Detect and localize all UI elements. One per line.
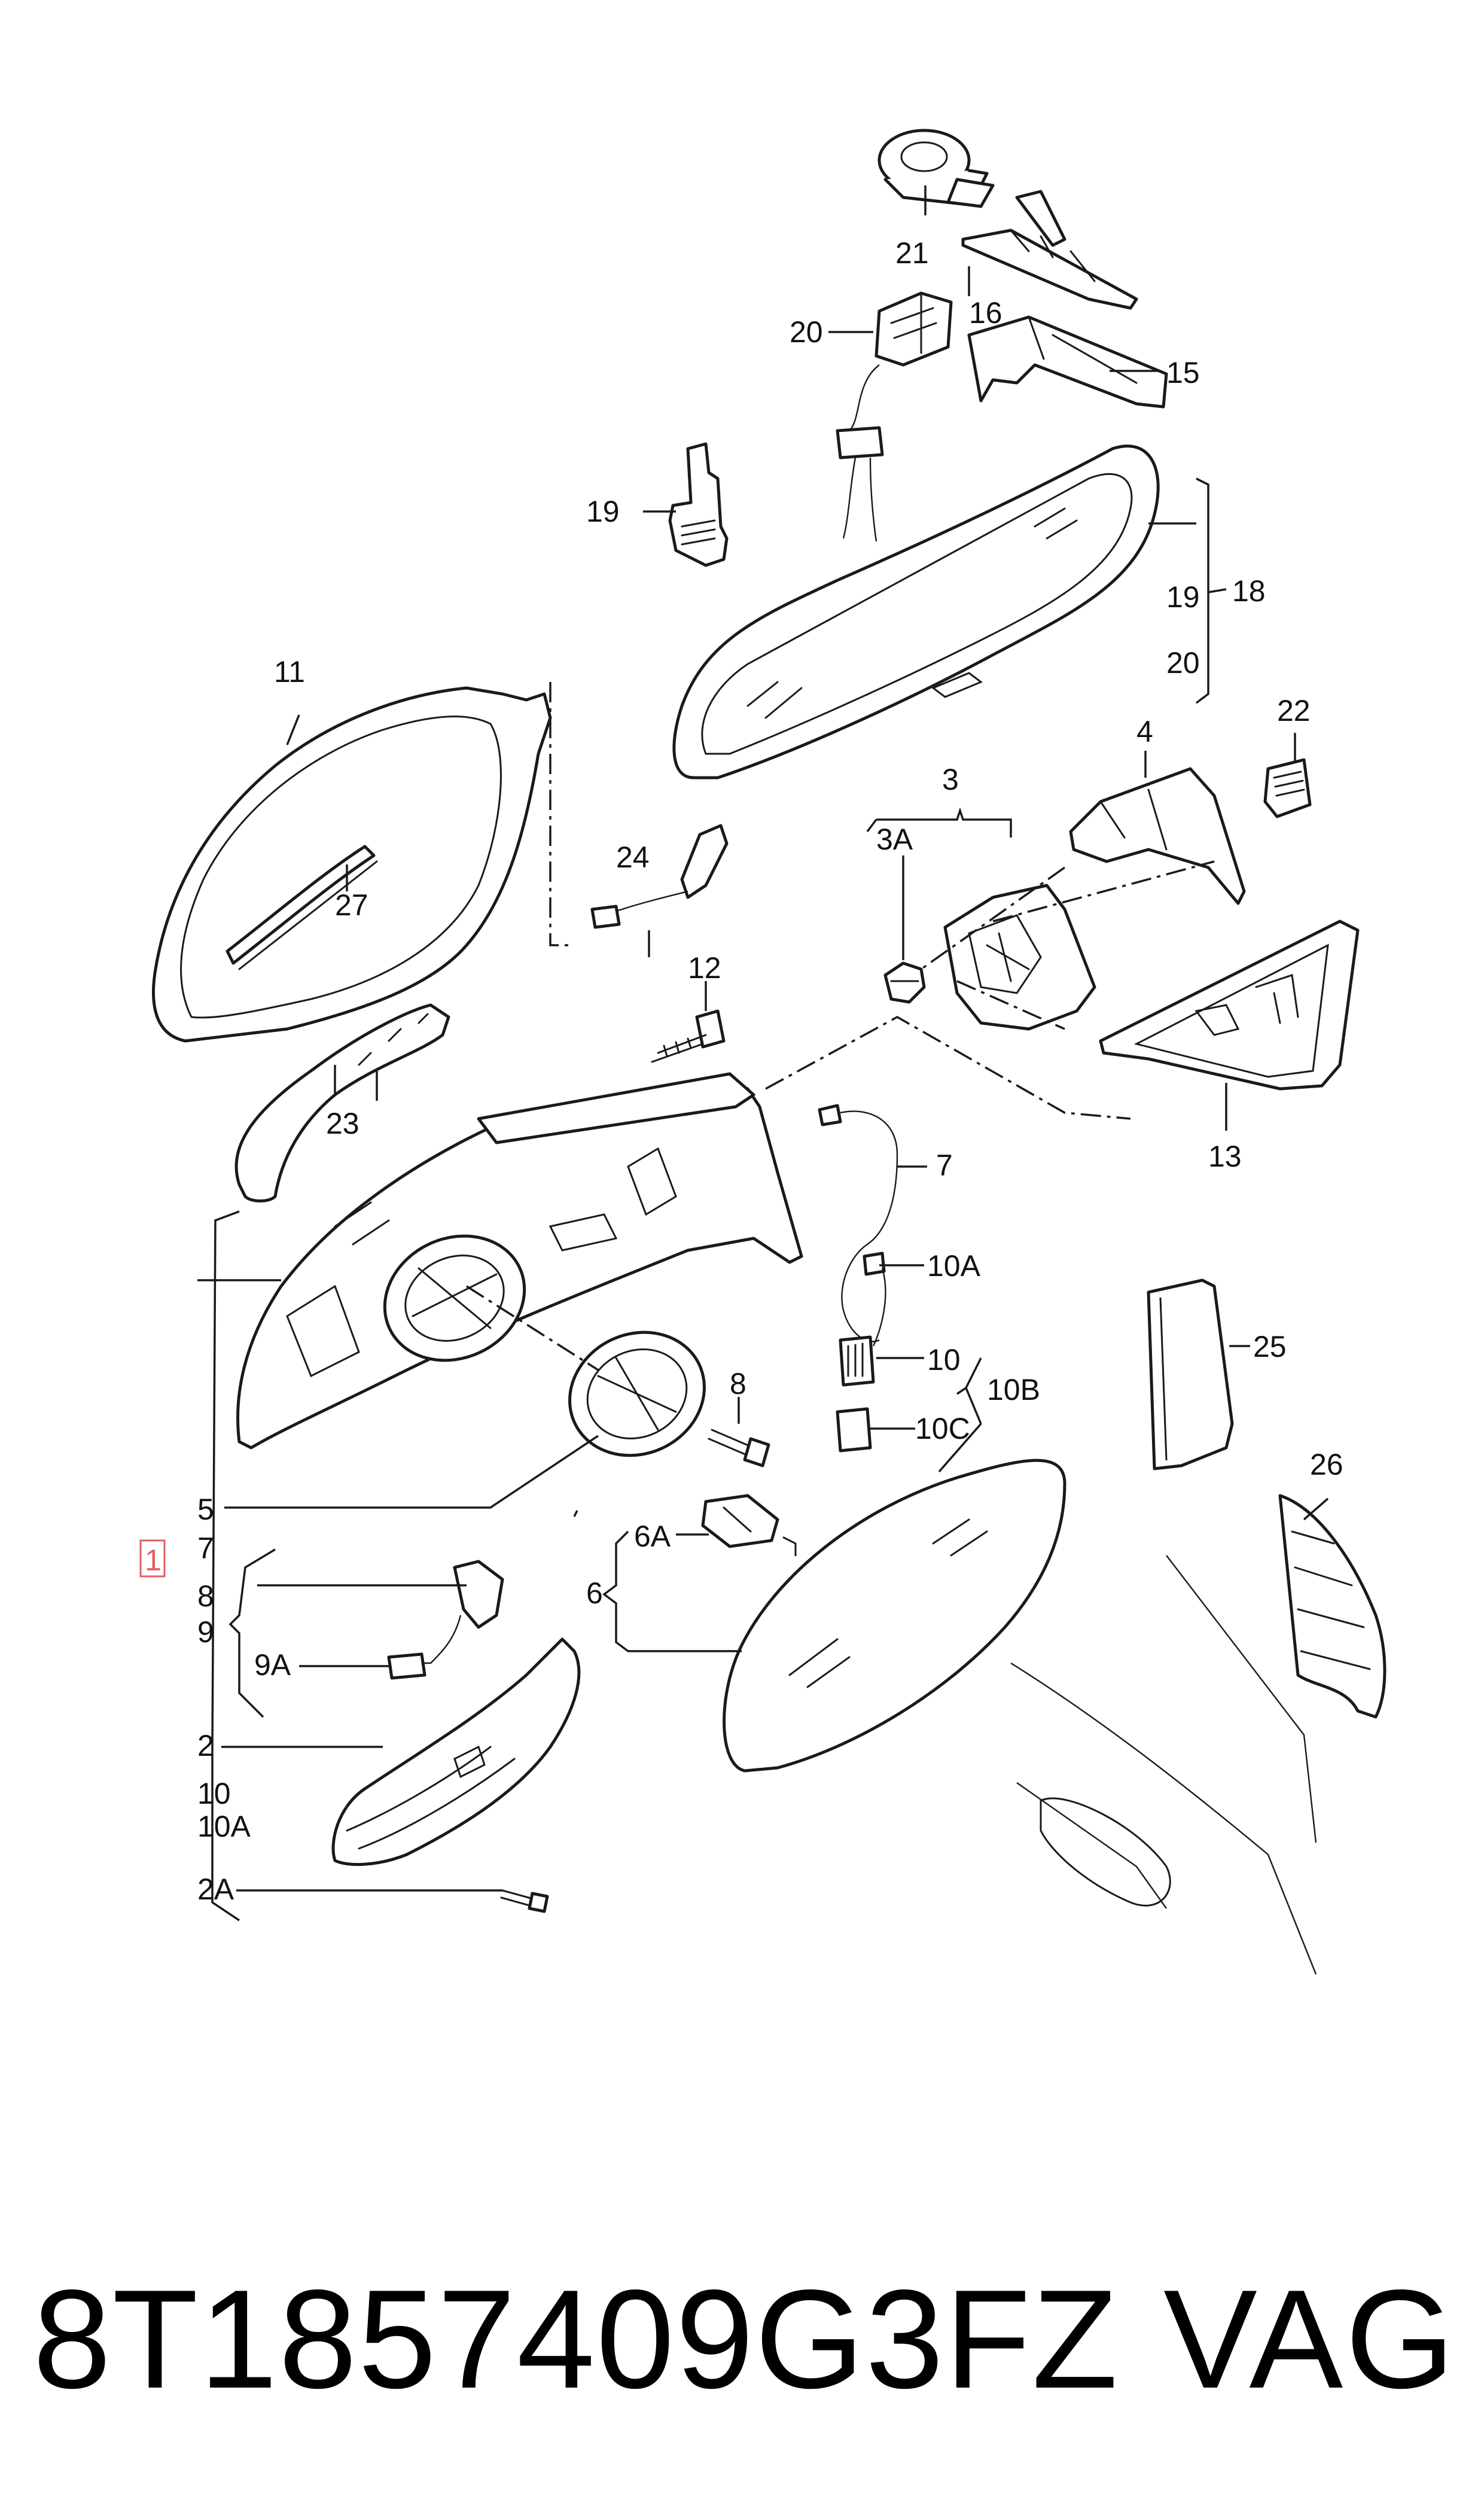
callout-18: 18 bbox=[1232, 574, 1266, 608]
leader-lines bbox=[197, 185, 1329, 1922]
harness-part-7 bbox=[818, 1104, 898, 1347]
callout-10C: 10C bbox=[915, 1412, 970, 1445]
callout-25: 25 bbox=[1253, 1330, 1287, 1363]
callout-11: 11 bbox=[274, 655, 305, 689]
cover-part-16 bbox=[961, 190, 1138, 310]
callout-21: 21 bbox=[895, 236, 929, 270]
callout-24: 24 bbox=[616, 841, 650, 874]
callout-6A: 6A bbox=[634, 1520, 671, 1553]
mirror-glass-part-6 bbox=[723, 1459, 1066, 1773]
callout-22: 22 bbox=[1277, 694, 1311, 727]
callout-9: 9 bbox=[197, 1615, 214, 1649]
callout-9A: 9A bbox=[254, 1648, 291, 1682]
callout-23: 23 bbox=[326, 1107, 359, 1140]
cover-part-4 bbox=[1069, 767, 1246, 905]
callout-1: 1 bbox=[145, 1543, 161, 1577]
callout-12: 12 bbox=[688, 951, 721, 985]
callout-16: 16 bbox=[969, 296, 1002, 330]
screw-part-8 bbox=[708, 1429, 770, 1467]
callout-20b: 20 bbox=[1166, 646, 1200, 680]
clip-part-19 bbox=[668, 442, 729, 567]
adjuster-disc-part-5 bbox=[568, 1330, 706, 1457]
screw-part-12 bbox=[651, 1009, 726, 1063]
callout-10Ab: 10A bbox=[197, 1810, 251, 1843]
callout-2A: 2A bbox=[197, 1872, 234, 1906]
callout-19b: 19 bbox=[1166, 580, 1200, 614]
callout-15: 15 bbox=[1166, 356, 1200, 389]
rearview-mirror-part-18 bbox=[672, 444, 1160, 780]
mirror-base-part-5 bbox=[236, 1072, 803, 1450]
connector-part-10 bbox=[839, 1335, 875, 1387]
callout-2: 2 bbox=[197, 1729, 214, 1762]
screw-part-2A bbox=[500, 1889, 549, 1913]
mounting-base-part-3 bbox=[943, 884, 1096, 1031]
callout-10B: 10B bbox=[987, 1373, 1040, 1406]
construction-lines bbox=[466, 682, 1215, 1371]
callout-19: 19 bbox=[586, 495, 620, 528]
callout-10: 10 bbox=[927, 1343, 961, 1377]
part-number: 8T1857409G3FZ bbox=[33, 2260, 1119, 2417]
mirror-exploded-diagram: 21 16 15 20 19 19 18 20 22 4 3 3A 11 27 … bbox=[139, 129, 1387, 1975]
triangle-trim-part-13 bbox=[1099, 919, 1360, 1091]
callout-7b: 7 bbox=[197, 1531, 214, 1565]
door-background-lines bbox=[1010, 1555, 1317, 1975]
sensor-part-21 bbox=[877, 129, 995, 208]
callout-10A: 10A bbox=[927, 1249, 981, 1283]
callout-27: 27 bbox=[335, 888, 368, 922]
cable-part-24 bbox=[590, 824, 729, 929]
callout-8b: 8 bbox=[197, 1579, 214, 1613]
connector-part-6A bbox=[701, 1494, 779, 1548]
cable-part-9 bbox=[387, 1560, 504, 1680]
callout-7: 7 bbox=[936, 1149, 953, 1182]
callout-3A: 3A bbox=[876, 823, 913, 856]
bracket-part-23 bbox=[234, 1003, 450, 1202]
callout-26: 26 bbox=[1310, 1448, 1343, 1481]
callout-13: 13 bbox=[1208, 1140, 1242, 1173]
callout-4: 4 bbox=[1136, 715, 1153, 748]
mirror-housing-part-11 bbox=[152, 686, 552, 1043]
connector-part-10C bbox=[836, 1407, 872, 1453]
callout-3: 3 bbox=[942, 763, 959, 796]
connector-part-20 bbox=[836, 291, 953, 542]
callout-labels: 21 16 15 20 19 19 18 20 22 4 3 3A 11 27 … bbox=[139, 236, 1343, 1906]
blindspot-part-26 bbox=[1278, 1494, 1387, 1719]
callout-20: 20 bbox=[790, 315, 823, 349]
footer: 8T1857409G3FZ VAG bbox=[0, 2249, 1484, 2429]
lower-housing-part-2 bbox=[331, 1637, 581, 1867]
brand-name: VAG bbox=[1163, 2260, 1457, 2417]
callout-6: 6 bbox=[586, 1576, 603, 1610]
connector-part-22 bbox=[1263, 758, 1312, 818]
cover-part-15 bbox=[967, 315, 1168, 409]
trim-part-25 bbox=[1147, 1278, 1234, 1470]
callout-10b: 10 bbox=[197, 1777, 231, 1810]
callout-8: 8 bbox=[730, 1367, 746, 1400]
clip-part-3A bbox=[883, 961, 926, 1004]
callout-5: 5 bbox=[197, 1493, 214, 1526]
